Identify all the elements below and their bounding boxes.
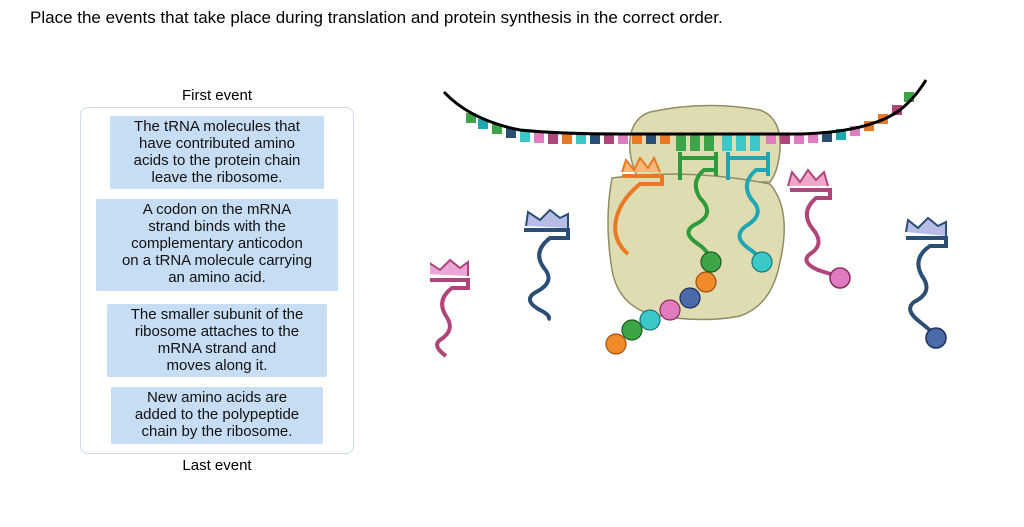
card-text-line: chain by the ribosome.: [141, 423, 293, 440]
card-text-line: The tRNA molecules that: [134, 118, 300, 135]
trna-navy-right: [905, 216, 948, 349]
card-text-line: acids to the protein chain: [133, 152, 301, 169]
card-text-line: ribosome attaches to the: [134, 323, 300, 340]
polypeptide-chain: [605, 251, 773, 355]
card-text-line: The smaller subunit of the: [130, 306, 304, 323]
event-card-codon-binds[interactable]: A codon on the mRNA strand binds with th…: [96, 199, 338, 291]
card-text-line: leave the ribosome.: [151, 169, 283, 186]
trna-green-bound: [678, 152, 718, 263]
trna-pink-left: [430, 258, 470, 358]
first-event-label: First event: [181, 87, 253, 104]
trna-orange-leaving: [613, 155, 664, 256]
translation-illustration: [430, 79, 948, 358]
event-card-subunit-attaches[interactable]: The smaller subunit of the ribosome atta…: [107, 304, 327, 377]
mrna-codon-bases: [466, 92, 914, 151]
mrna-strand: [442, 79, 928, 136]
card-text-line: have contributed amino: [139, 135, 295, 152]
last-event-label: Last event: [182, 457, 252, 474]
card-text-line: New amino acids are: [146, 389, 288, 406]
trna-magenta-right: [787, 168, 851, 289]
trna-teal-bound: [726, 152, 770, 263]
card-text-line: complementary anticodon: [131, 235, 303, 252]
card-text-line: an amino acid.: [168, 269, 266, 286]
card-text-line: strand binds with the: [148, 218, 286, 235]
card-text-line: moves along it.: [166, 357, 268, 374]
event-card-trna-leave[interactable]: The tRNA molecules that have contributed…: [110, 116, 324, 189]
instructions-text: Place the events that take place during …: [30, 8, 723, 27]
trna-navy-left: [524, 208, 570, 322]
card-text-line: on a tRNA molecule carrying: [121, 252, 313, 269]
card-text-line: mRNA strand and: [157, 340, 277, 357]
event-card-amino-added[interactable]: New amino acids are added to the polypep…: [111, 387, 323, 444]
card-text-line: A codon on the mRNA: [142, 201, 292, 218]
card-text-line: added to the polypeptide: [134, 406, 300, 423]
